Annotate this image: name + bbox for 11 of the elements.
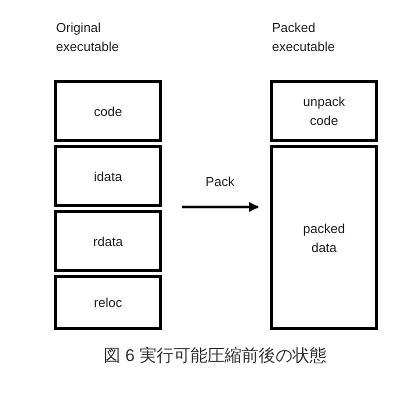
stack-heading: Original executable xyxy=(56,19,120,56)
section-box: packed data xyxy=(270,145,378,330)
section-box: code xyxy=(54,80,162,142)
caption: 図 6 実行可能圧縮前後の状態 xyxy=(102,345,328,367)
arrow xyxy=(182,202,259,212)
section-box: reloc xyxy=(54,275,162,330)
section-box: idata xyxy=(54,145,162,207)
section-box: unpack code xyxy=(270,80,378,142)
edge-label: Pack xyxy=(204,174,236,189)
section-box: rdata xyxy=(54,210,162,272)
stack-heading: Packed executable xyxy=(272,19,336,56)
